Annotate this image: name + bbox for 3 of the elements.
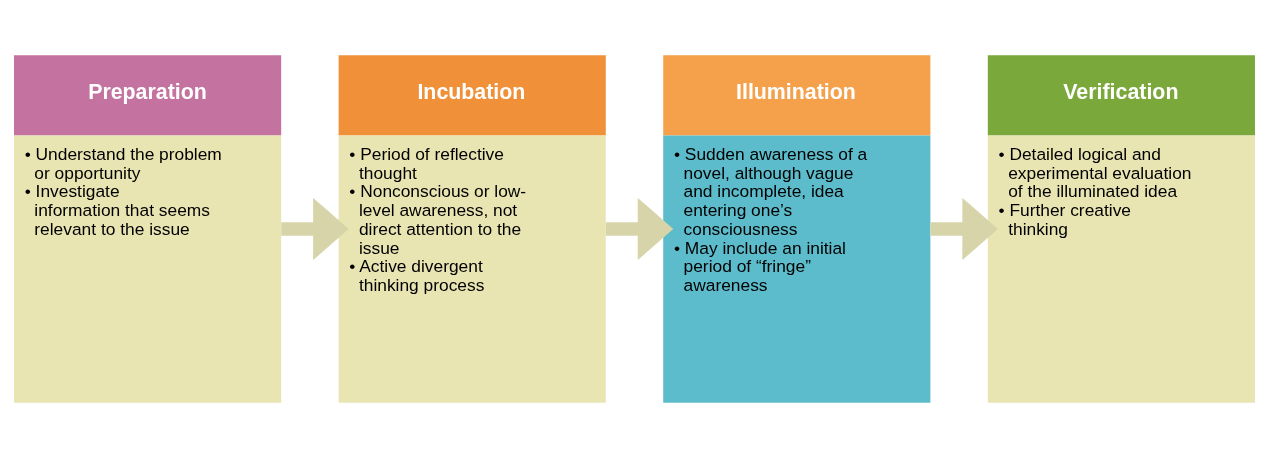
arrow bbox=[605, 197, 674, 261]
arrow bbox=[930, 197, 998, 261]
arrow bbox=[281, 197, 349, 261]
